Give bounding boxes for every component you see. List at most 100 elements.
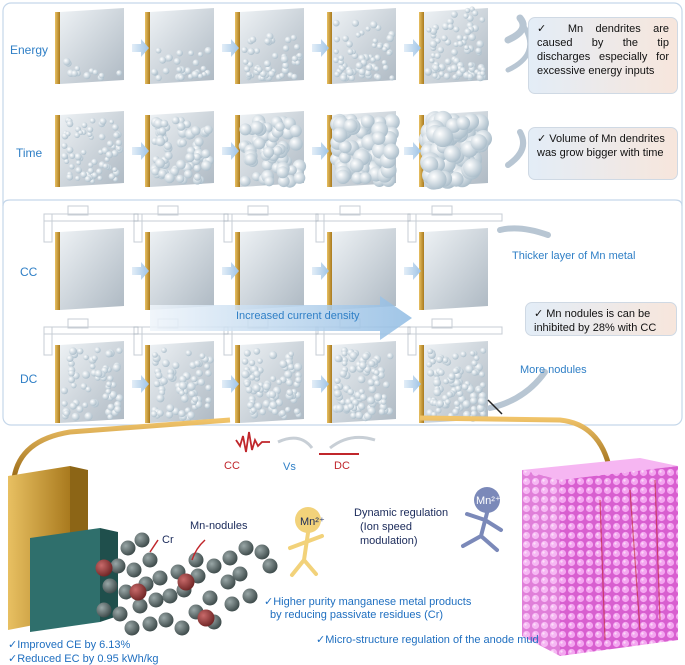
- electrode-plate: [315, 318, 411, 423]
- nodule-sphere: [188, 552, 204, 568]
- electrode-block: [8, 466, 118, 632]
- electrode-plate: [43, 318, 139, 423]
- nodule-sphere: [102, 578, 118, 594]
- text-micro-structure: ✓Micro-structure regulation of the anode…: [316, 634, 539, 646]
- cr-sphere: [95, 559, 113, 577]
- text-purity-2: by reducing passivate residues (Cr): [270, 609, 444, 621]
- increased-current-arrow-icon: [150, 296, 412, 340]
- callout-energy: ✓ Mn dendrites are caused by the tip dis…: [528, 17, 678, 94]
- electrode-plate: [145, 111, 214, 187]
- cr-sphere: [197, 609, 215, 627]
- caliper-icon: [315, 205, 411, 243]
- nodule-sphere: [238, 540, 254, 556]
- nodule-sphere: [96, 602, 112, 618]
- nodule-pointer-icon: [191, 539, 206, 561]
- text-improved-ce: ✓Improved CE by 6.13%: [8, 639, 131, 651]
- electrode-plate: [235, 8, 304, 84]
- wire-right: [419, 415, 613, 471]
- electrode-plate: [133, 205, 229, 310]
- electrode-plate: [315, 205, 411, 310]
- legend-dc: DC: [334, 460, 350, 472]
- text-purity-1: ✓Higher purity manganese metal products: [264, 596, 472, 608]
- vs-curve-right: [329, 435, 376, 450]
- electrode-plate: [133, 318, 229, 423]
- nodule-sphere: [120, 540, 136, 556]
- nodule-sphere: [126, 562, 142, 578]
- nodule-sphere: [254, 544, 270, 560]
- nodule-sphere: [202, 590, 218, 606]
- arrow-right-icon: [132, 39, 149, 57]
- caliper-icon: [407, 318, 503, 356]
- caliper-icon: [407, 205, 503, 243]
- row-label-time: Time: [16, 146, 43, 160]
- arrow-right-icon: [404, 39, 421, 57]
- arrow-right-icon: [404, 142, 421, 160]
- electrode-plate: [407, 205, 503, 310]
- label-modulation: modulation): [360, 535, 418, 547]
- text-reduced-ec: ✓Reduced EC by 0.95 kWh/kg: [8, 653, 159, 665]
- label-ion-speed: (Ion speed: [360, 521, 412, 533]
- electrode-plate: [327, 8, 396, 84]
- caliper-icon: [133, 205, 229, 243]
- caliper-icon: [43, 205, 139, 243]
- label-dynamic-regulation: Dynamic regulation: [354, 507, 449, 519]
- pointer-line: [487, 399, 503, 415]
- electrode-plate: [55, 111, 124, 187]
- nodule-sphere: [132, 598, 148, 614]
- arrow-right-icon: [312, 142, 329, 160]
- runner-icon: [461, 487, 503, 552]
- nodule-sphere: [110, 558, 126, 574]
- arrow-right-icon: [222, 262, 239, 280]
- nodule-sphere: [152, 570, 168, 586]
- curved-arrow-icon: [504, 14, 527, 44]
- arrow-right-icon: [222, 39, 239, 57]
- nodule-sphere: [222, 550, 238, 566]
- row-label-energy: Energy: [10, 43, 49, 57]
- runner-icon: [288, 507, 324, 577]
- arrow-right-icon: [132, 262, 149, 280]
- nodule-sphere: [190, 568, 206, 584]
- nodule-sphere: [174, 620, 190, 636]
- electrode-plate: [418, 110, 492, 190]
- nodule-sphere: [206, 558, 222, 574]
- arrow-right-icon: [132, 142, 149, 160]
- arrow-right-icon: [404, 375, 421, 393]
- cr-sphere: [177, 573, 195, 591]
- caliper-icon: [223, 205, 319, 243]
- mn-nodules-cluster: [95, 532, 278, 636]
- arrow-right-icon: [404, 262, 421, 280]
- nodule-sphere: [242, 588, 258, 604]
- nodule-sphere: [118, 584, 134, 600]
- nodule-sphere: [232, 566, 248, 582]
- nodule-sphere: [124, 620, 140, 636]
- nodule-sphere: [148, 592, 164, 608]
- curved-arrow-icon: [487, 369, 548, 411]
- arrow-right-icon: [312, 39, 329, 57]
- nodule-sphere: [262, 558, 278, 574]
- cc-waveform-icon: [235, 431, 270, 453]
- arrow-right-icon: [222, 375, 239, 393]
- callout-time: ✓ Volume of Mn dendrites was grow bigger…: [528, 127, 678, 180]
- nodule-sphere: [112, 606, 128, 622]
- cr-sphere: [129, 583, 147, 601]
- nodule-sphere: [220, 574, 236, 590]
- nodule-sphere: [158, 612, 174, 628]
- electrode-plate: [235, 111, 307, 188]
- nodule-sphere: [162, 588, 178, 604]
- wire-left: [11, 417, 231, 479]
- annotation-increased-current: Increased current density: [236, 310, 360, 322]
- middle-frame: [2, 199, 683, 207]
- curved-arrow-icon: [497, 225, 551, 238]
- curved-arrow-icon: [505, 129, 526, 168]
- nodule-sphere: [224, 596, 240, 612]
- legend-vs: Vs: [283, 461, 296, 473]
- label-mn-nodules: Mn-nodules: [190, 520, 248, 532]
- upper-frame: [2, 2, 683, 426]
- electrode-plate: [55, 8, 124, 84]
- callout-cc: ✓ Mn nodules is can be inhibited by 28% …: [525, 302, 677, 336]
- anode-mud-block: [522, 458, 678, 656]
- label-mn-ion-2: Mn²⁺: [476, 495, 501, 507]
- nodule-sphere: [142, 552, 158, 568]
- cr-pointer-icon: [149, 539, 159, 553]
